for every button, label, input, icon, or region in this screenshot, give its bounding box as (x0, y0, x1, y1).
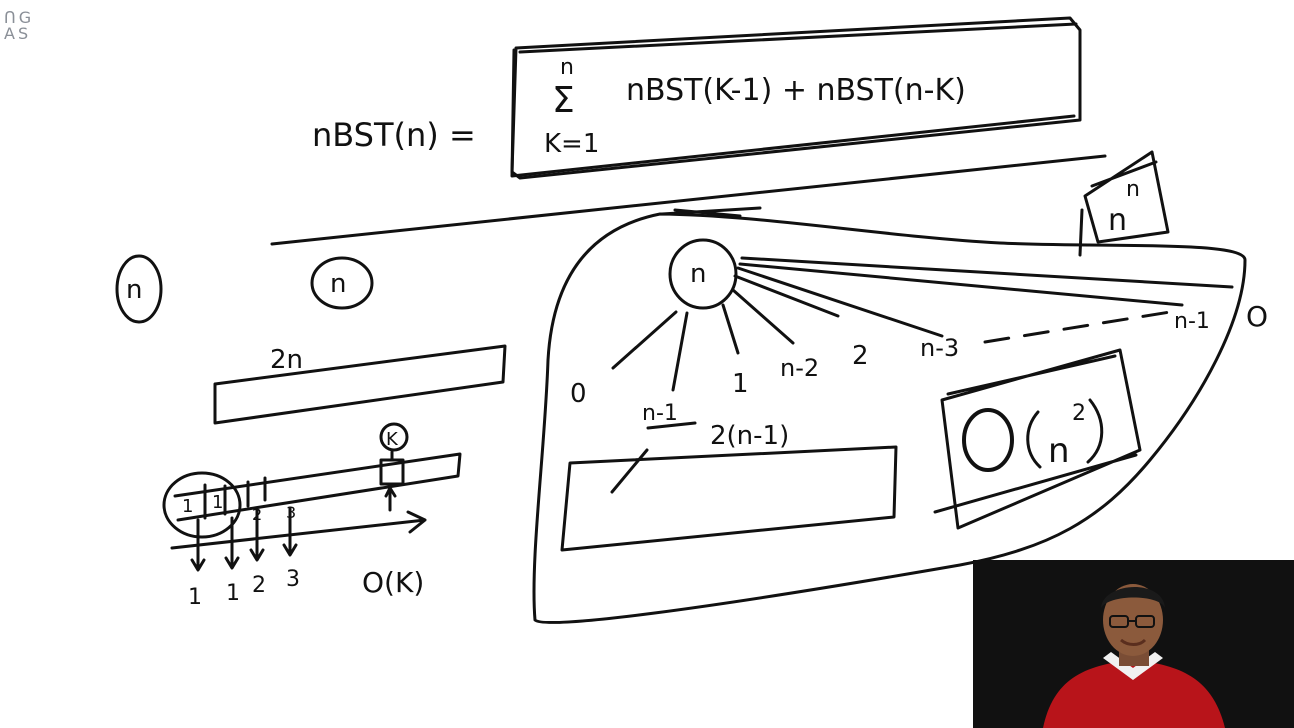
circle-n2 (310, 256, 374, 310)
exp-power: n (1126, 177, 1140, 202)
circle-n2-label: n (330, 269, 346, 299)
result-power: 2 (1072, 401, 1086, 426)
bar-2n (213, 344, 507, 425)
sum-symbol: Σ (552, 80, 575, 121)
tree-root-node (668, 238, 738, 310)
presenter-video (973, 560, 1294, 728)
logo-line-1: ᑎG (4, 8, 35, 27)
logo-line-2: AS (4, 24, 32, 43)
array-bar (173, 452, 462, 522)
tree-left-child-top: n-1 (642, 401, 678, 426)
bottom-value-3: 2 (252, 573, 266, 598)
array-circle (162, 471, 242, 539)
tree-child-n-2: n-2 (780, 354, 819, 382)
tree-child-n-1: n-1 (1174, 309, 1210, 334)
cell-2: 1 (212, 492, 223, 513)
k-label: K (386, 429, 399, 450)
result-box (933, 348, 1142, 530)
exp-base: n (1108, 203, 1127, 238)
bar-2n-1 (560, 445, 898, 552)
bottom-value-4: 3 (286, 567, 300, 592)
tree-child-1: 1 (732, 369, 749, 399)
tree-right-end: O (1246, 300, 1268, 333)
webcam-overlay (973, 560, 1294, 728)
channel-logo: ᑎG AS (4, 10, 44, 44)
left-complexity: O(K) (362, 566, 424, 599)
tree-child-0: 0 (570, 379, 587, 409)
tree-region (532, 212, 1247, 624)
circle-n1 (115, 254, 163, 324)
separator-line (270, 154, 1107, 246)
formula-body: nBST(K-1) + nBST(n-K) (626, 73, 966, 108)
result-base: n (1048, 431, 1070, 471)
k-circle (379, 422, 409, 452)
circle-n1-label: n (126, 275, 142, 305)
sum-lower: K=1 (544, 129, 599, 159)
tree-root-label: n (690, 259, 706, 289)
bar-2n-label: 2n (270, 345, 303, 375)
result-o-shape (962, 408, 1014, 472)
exp-box (1078, 150, 1170, 257)
tree-child-2: 2 (852, 341, 869, 371)
small-label-3: 3 (286, 503, 296, 522)
formula-lhs: nBST(n) = (312, 116, 476, 154)
small-label-2: 2 (252, 505, 262, 524)
bottom-value-2: 1 (226, 581, 240, 606)
cell-1: 1 (182, 496, 193, 517)
bottom-value-1: 1 (188, 585, 202, 610)
sum-upper: n (560, 55, 574, 80)
tree-bar-label: 2(n-1) (710, 421, 789, 451)
tree-child-n-3: n-3 (920, 334, 959, 362)
